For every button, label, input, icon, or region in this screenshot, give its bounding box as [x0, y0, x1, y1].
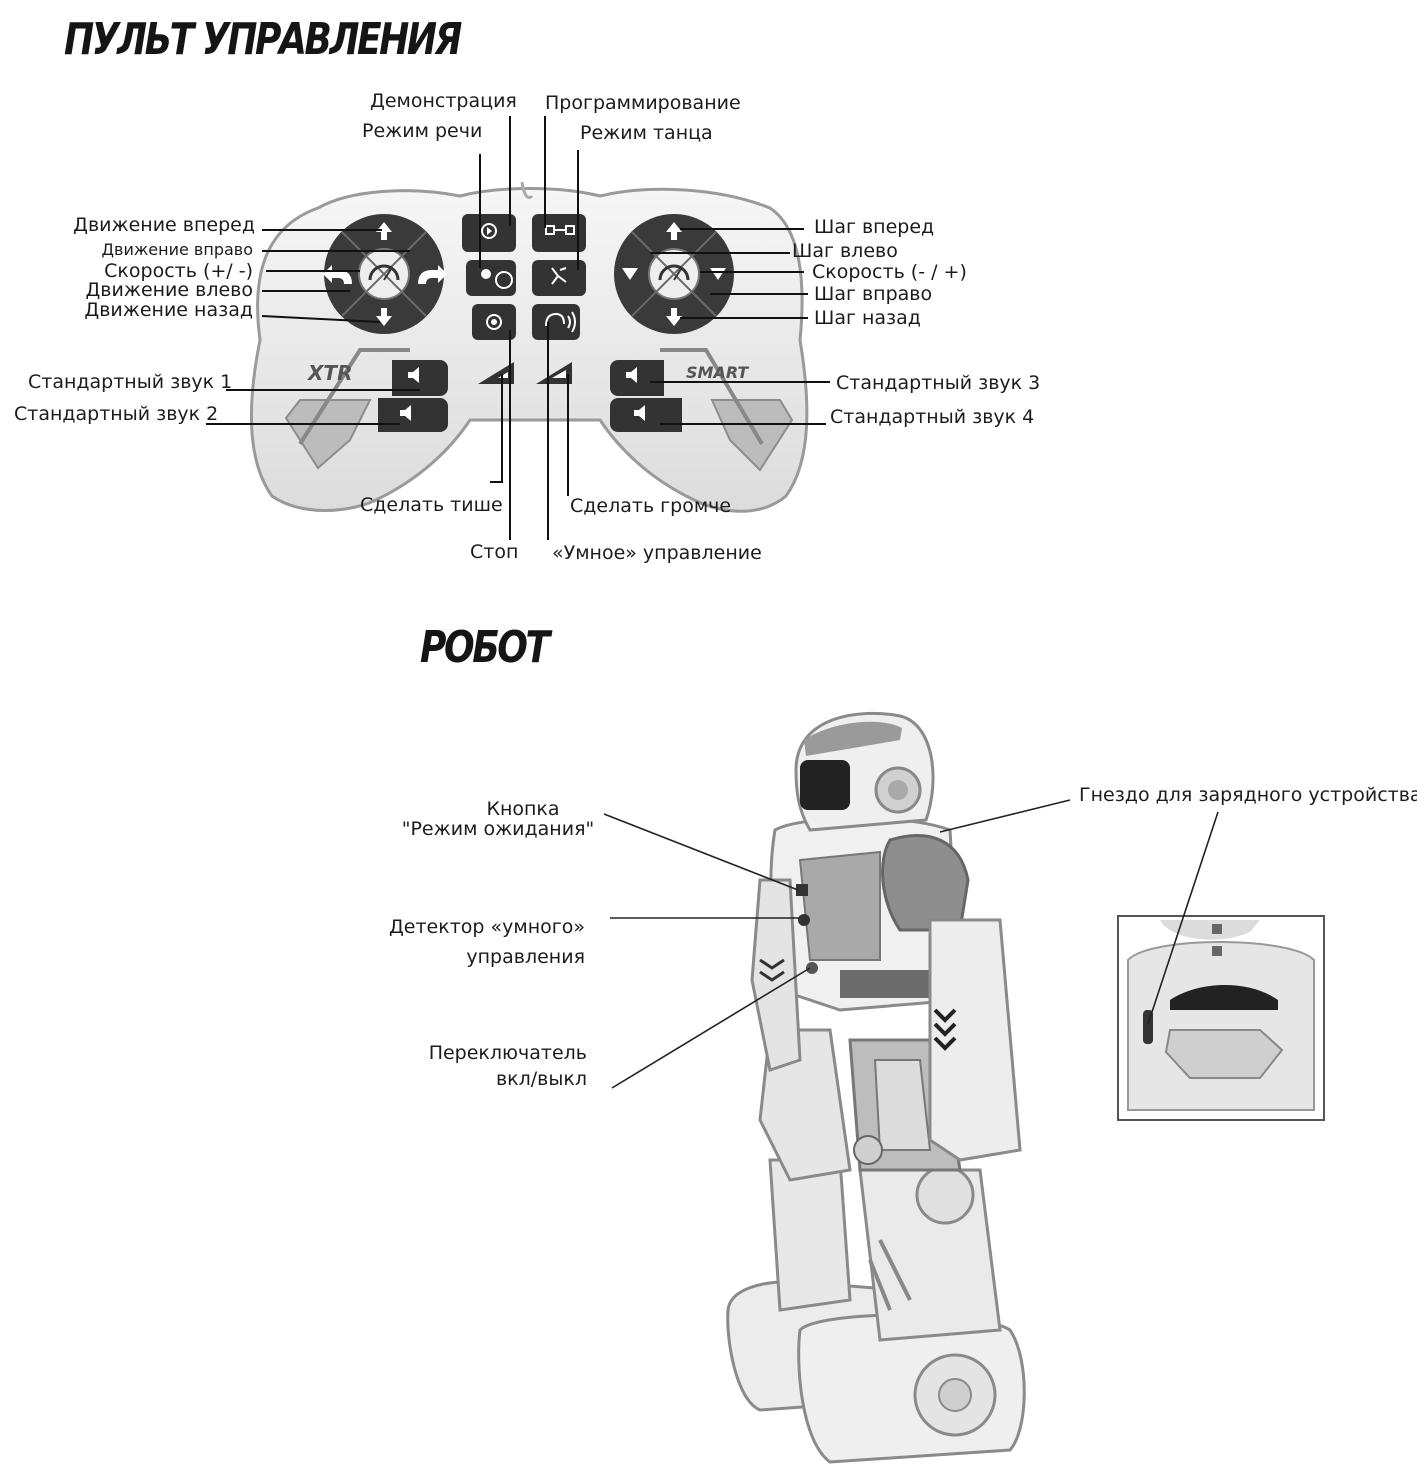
label-step-forward: Шаг вперед — [814, 218, 934, 237]
remote-controller: XTR SMART — [251, 182, 806, 511]
label-step-right: Шаг вправо — [814, 285, 932, 304]
label-step-left: Шаг влево — [792, 242, 898, 261]
speech-button[interactable] — [466, 260, 516, 296]
label-move-back: Движение назад — [84, 301, 253, 320]
robot-figure — [728, 713, 1025, 1462]
label-dance: Режим танца — [580, 124, 713, 143]
brand-right: SMART — [686, 363, 749, 382]
right-dpad[interactable] — [614, 214, 734, 334]
label-power-switch: Переключатель вкл/выкл — [429, 1040, 587, 1092]
label-step-back: Шаг назад — [814, 309, 921, 328]
label-charger-socket: Гнездо для зарядного устройства — [1079, 786, 1417, 805]
label-louder: Сделать громче — [570, 497, 731, 516]
label-speed-right: Скорость (- / +) — [812, 263, 967, 282]
label-move-left: Движение влево — [85, 281, 253, 300]
label-demo: Демонстрация — [370, 92, 517, 111]
label-standby-line2: "Режим ожидания" — [390, 816, 606, 842]
charging-socket-inset — [1118, 916, 1324, 1120]
label-detector-line1: Детектор «умного» — [389, 914, 585, 940]
label-switch-line1: Переключатель — [429, 1040, 587, 1066]
label-sound1: Стандартный звук 1 — [28, 373, 232, 392]
label-sound4: Стандартный звук 4 — [830, 408, 1034, 427]
smart-control-button[interactable] — [532, 304, 580, 340]
label-sound2: Стандартный звук 2 — [14, 405, 218, 424]
label-quieter: Сделать тише — [360, 496, 503, 515]
label-move-right: Движение вправо — [102, 242, 253, 258]
power-switch[interactable] — [806, 962, 818, 974]
brand-left: XTR — [306, 361, 352, 385]
label-program: Программирование — [545, 94, 741, 113]
label-sound3: Стандартный звук 3 — [836, 374, 1040, 393]
label-switch-line2: вкл/выкл — [429, 1066, 587, 1092]
label-detector-line2: управления — [389, 944, 585, 970]
sound4-button[interactable] — [610, 398, 682, 432]
label-standby: Кнопка "Режим ожидания" — [390, 796, 606, 842]
label-smart-control: «Умное» управление — [552, 544, 762, 563]
smart-detector — [798, 914, 810, 926]
speech-icon — [481, 269, 491, 279]
label-move-forward: Движение вперед — [73, 216, 255, 235]
sound2-button[interactable] — [378, 398, 448, 432]
label-smart-detector: Детектор «умного» управления — [389, 914, 585, 970]
label-speech: Режим речи — [362, 122, 482, 141]
label-stop: Стоп — [470, 543, 518, 562]
